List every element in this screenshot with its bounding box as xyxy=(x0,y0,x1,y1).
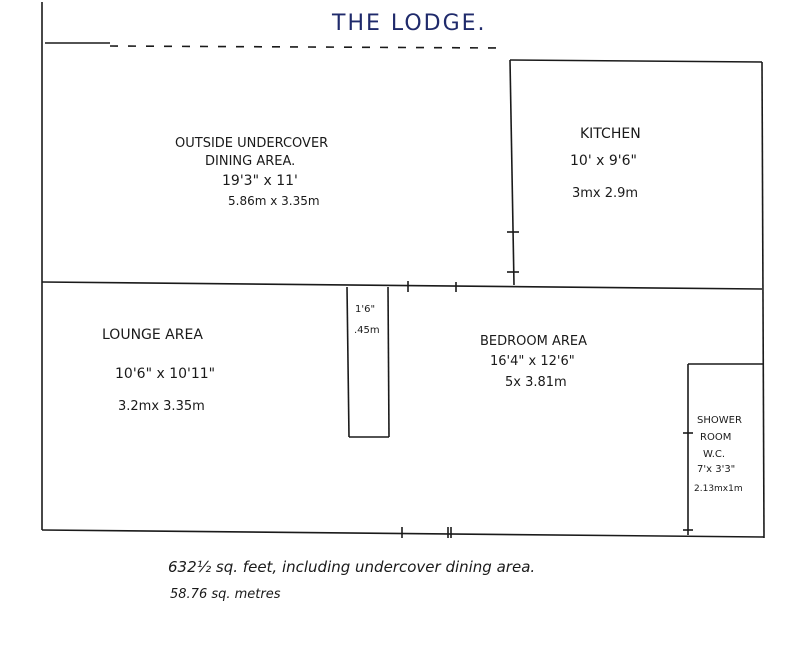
area-metres-text: 58.76 sq. metres xyxy=(170,587,281,602)
shower-label-line2: ROOM xyxy=(700,432,731,443)
plan-title: THE LODGE. xyxy=(331,11,487,36)
kitchen-left-wall xyxy=(509,59,515,286)
outside-dim-metric: 5.86m x 3.35m xyxy=(228,194,320,208)
shower-dim-imperial: 7'x 3'3" xyxy=(697,464,735,475)
outside-label-line1: OUTSIDE UNDERCOVER xyxy=(175,136,328,151)
shower-dim-metric: 2.13mx1m xyxy=(694,484,743,494)
shower-label-line1: SHOWER xyxy=(697,415,742,426)
lounge-dim-metric: 3.2mx 3.35m xyxy=(118,399,205,414)
kitchen-dim-imperial: 10' x 9'6" xyxy=(570,153,637,169)
partition-dim-metric: .45m xyxy=(354,325,380,336)
outside-label-line2: DINING AREA. xyxy=(205,154,295,169)
area-feet-text: 632½ sq. feet, including undercover dini… xyxy=(168,558,535,576)
lounge-label: LOUNGE AREA xyxy=(102,327,203,343)
shower-label-line3: W.C. xyxy=(703,449,725,460)
kitchen-top-wall xyxy=(509,59,763,63)
bedroom-dim-imperial: 16'4" x 12'6" xyxy=(490,354,575,369)
kitchen-label: KITCHEN xyxy=(580,126,641,142)
middle-wall xyxy=(41,281,763,290)
partition-left xyxy=(346,286,350,438)
partition-dim-imperial: 1'6" xyxy=(355,304,375,315)
partition-right xyxy=(387,286,390,438)
kitchen-dim-metric: 3mx 2.9m xyxy=(572,186,638,201)
right-outer-wall xyxy=(761,61,765,539)
outside-dim-imperial: 19'3" x 11' xyxy=(222,173,298,189)
bottom-outer-wall xyxy=(41,529,765,538)
bedroom-dim-metric: 5x 3.81m xyxy=(505,375,567,390)
bedroom-label: BEDROOM AREA xyxy=(480,334,587,349)
top-wall-dashed xyxy=(109,45,506,49)
lounge-dim-imperial: 10'6" x 10'11" xyxy=(115,366,215,382)
